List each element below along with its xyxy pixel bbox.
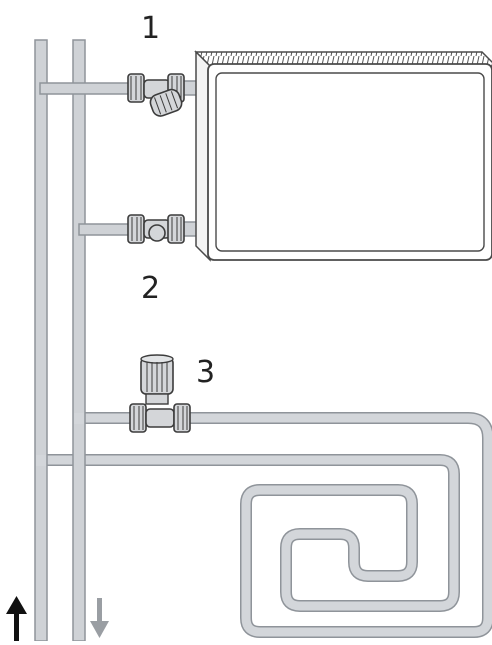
supply-riser [34,39,48,642]
thermostatic-radiator-valve-icon [127,73,185,117]
return-riser [72,39,86,642]
callout-label-2: 2 [141,271,161,306]
arrow-up-icon [6,596,27,641]
callout-label-1: 1 [141,11,161,46]
coil-return-joint [36,455,46,466]
callout-label-3: 3 [196,355,216,390]
coil-supply-joint [74,413,84,424]
radiator [194,50,492,262]
arrow-down-icon [90,598,109,638]
lockshield-valve-icon [127,214,185,244]
floor-circuit-valve-icon [129,354,191,433]
floor-heating-coil [42,412,492,638]
